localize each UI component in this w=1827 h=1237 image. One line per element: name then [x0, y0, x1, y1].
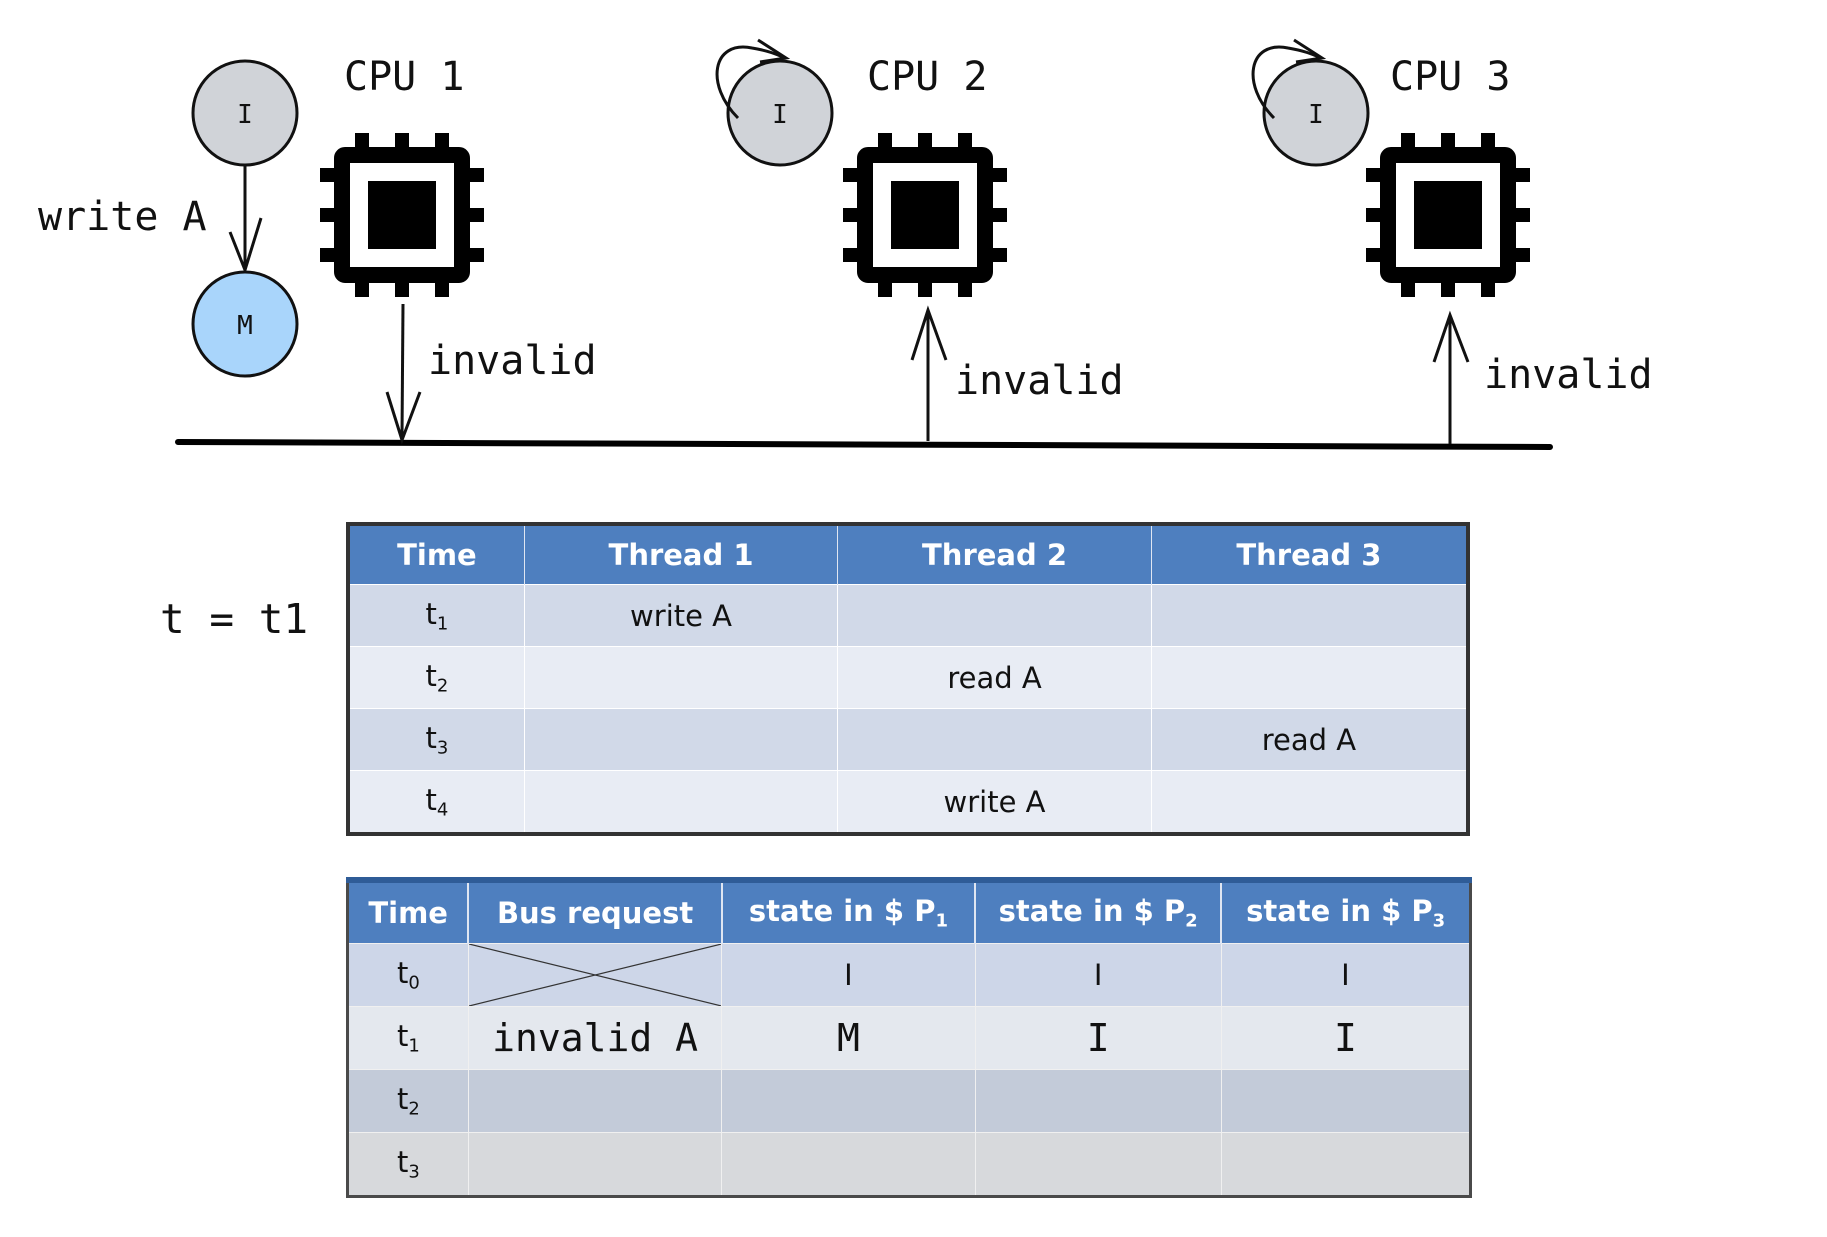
cpu-2-invalid-label: invalid	[955, 358, 1124, 404]
empty-cell-cross-mark	[469, 944, 722, 1006]
thread-2-cell	[837, 708, 1152, 771]
thread-2-cell: read A	[837, 646, 1152, 709]
thread-2-cell	[837, 584, 1152, 647]
table-row: t1 write A	[348, 584, 1469, 647]
time-cell: t2	[348, 646, 525, 709]
cpu-2-group: I CPU 2 invalid	[715, 38, 1124, 441]
threads-header-thread-3: Thread 3	[1151, 524, 1469, 585]
cpu-2-chip-icon	[843, 133, 1007, 297]
state-p2-cell	[975, 1069, 1222, 1133]
time-cell: t3	[348, 708, 525, 771]
cpu-3-invalid-label: invalid	[1484, 352, 1653, 398]
table-row: t1 invalid A M I I	[347, 1006, 1472, 1070]
state-p2-cell	[975, 1132, 1222, 1197]
cpu-1-group: I M write A CPU 1 invalid	[38, 54, 597, 445]
state-p1-cell: I	[721, 943, 976, 1007]
table-row: t3	[347, 1132, 1472, 1197]
bus-state-table: Time Bus request state in $ P1 state in …	[346, 877, 1472, 1198]
thread-1-cell	[524, 646, 839, 709]
state-p3-cell	[1221, 1132, 1472, 1197]
threads-table: Time Thread 1 Thread 2 Thread 3 t1 write…	[346, 522, 1470, 836]
cpu-2-self-loop-arrow	[715, 45, 786, 120]
bus-header-state-p3: state in $ P3	[1221, 880, 1472, 944]
cpu-3-group: I CPU 3 invalid	[1251, 38, 1653, 444]
state-p1-cell	[721, 1132, 976, 1197]
thread-1-cell	[524, 708, 839, 771]
threads-header-thread-2: Thread 2	[837, 524, 1152, 585]
bus-request-cell	[468, 1132, 723, 1197]
thread-3-cell	[1151, 584, 1469, 647]
cpu-3-state-i-label: I	[1308, 100, 1324, 130]
thread-3-cell	[1151, 646, 1469, 709]
cpu-1-invalid-arrowhead	[385, 391, 422, 445]
bus-request-cell	[468, 1069, 723, 1133]
bus-header-state-p2: state in $ P2	[975, 880, 1223, 944]
cpu-1-state-m-circle	[191, 270, 299, 378]
state-p3-cell	[1221, 1069, 1472, 1133]
time-cell: t1	[347, 1006, 469, 1070]
cpu-1-invalid-label: invalid	[428, 338, 597, 384]
cpu-3-chip-icon	[1366, 133, 1530, 297]
cpu-1-chip-icon	[320, 133, 484, 297]
time-cell: t0	[347, 943, 469, 1007]
cpu-3-self-loop-arrow	[1251, 45, 1322, 120]
bus-request-cell-crossed	[468, 943, 723, 1007]
bus-request-cell: invalid A	[468, 1006, 723, 1070]
cpu-1-label: CPU 1	[344, 54, 464, 100]
bus-header-bus-request: Bus request	[468, 880, 723, 944]
bus-header-state-p1: state in $ P1	[721, 880, 977, 944]
cpu-1-state-i-label: I	[237, 100, 253, 130]
cpu-2-self-loop-arrowhead	[757, 38, 791, 64]
state-p2-cell: I	[975, 1006, 1222, 1070]
bus-header-time: Time	[347, 880, 470, 944]
cpu-2-invalid-arrowhead	[910, 305, 948, 361]
cpu-2-state-i-circle	[726, 59, 834, 167]
cpu-1-state-m-label: M	[237, 311, 253, 341]
threads-header-time: Time	[348, 524, 525, 585]
table-row: t0 I I I	[347, 943, 1472, 1007]
table-row: t3 read A	[348, 708, 1469, 771]
time-cell: t1	[348, 584, 525, 647]
state-p3-cell: I	[1221, 1006, 1472, 1070]
threads-table-header-row: Time Thread 1 Thread 2 Thread 3	[348, 524, 1469, 585]
threads-header-thread-1: Thread 1	[524, 524, 839, 585]
bus-table-header-row: Time Bus request state in $ P1 state in …	[347, 880, 1472, 944]
state-p3-cell: I	[1221, 943, 1472, 1007]
thread-1-cell	[524, 770, 839, 834]
write-a-label: write A	[38, 194, 207, 240]
bus-line	[175, 439, 1553, 450]
cpu-1-invalid-arrow	[400, 303, 405, 437]
cache-coherence-diagram: I M write A CPU 1 invalid I CPU 2 invali…	[38, 38, 1653, 450]
cpu-3-state-i-circle	[1262, 59, 1370, 167]
time-cell: t4	[348, 770, 525, 834]
time-cell: t3	[347, 1132, 469, 1197]
cpu-2-state-i-label: I	[772, 100, 788, 130]
cpu-2-label: CPU 2	[867, 54, 987, 100]
thread-3-cell	[1151, 770, 1469, 834]
cpu-3-label: CPU 3	[1390, 54, 1510, 100]
thread-2-cell: write A	[837, 770, 1152, 834]
time-cell: t2	[347, 1069, 469, 1133]
table-row: t4 write A	[348, 770, 1469, 834]
state-p1-cell	[721, 1069, 976, 1133]
table-row: t2	[347, 1069, 1472, 1133]
cpu-3-invalid-arrowhead	[1432, 310, 1470, 363]
state-p2-cell: I	[975, 943, 1222, 1007]
cpu-3-self-loop-arrowhead	[1293, 38, 1327, 64]
state-transition-arrowhead	[228, 217, 263, 275]
current-time-label: t = t1	[160, 595, 309, 643]
thread-3-cell: read A	[1151, 708, 1469, 771]
state-p1-cell: M	[721, 1006, 976, 1070]
table-row: t2 read A	[348, 646, 1469, 709]
thread-1-cell: write A	[524, 584, 839, 647]
